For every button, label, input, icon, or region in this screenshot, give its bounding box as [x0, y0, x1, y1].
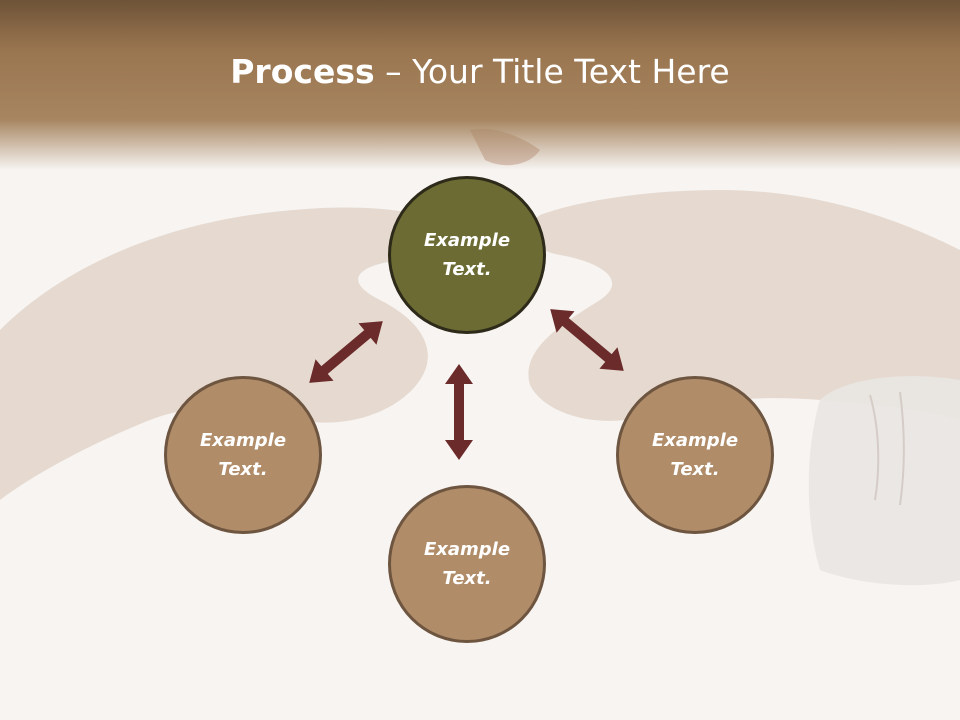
node-center-line1: Example	[423, 230, 511, 251]
node-bottom: Example Text.	[388, 485, 546, 643]
node-left: Example Text.	[164, 376, 322, 534]
slide-title: Process – Your Title Text Here	[0, 52, 960, 91]
node-left-line1: Example	[199, 430, 287, 451]
title-rest: – Your Title Text Here	[374, 52, 730, 91]
node-right: Example Text.	[616, 376, 774, 534]
node-bottom-line1: Example	[423, 539, 511, 560]
arrow-vertical	[445, 364, 473, 460]
title-bold: Process	[230, 52, 375, 91]
node-center-line2: Text.	[442, 259, 492, 280]
arrow-right-diagonal	[550, 309, 624, 371]
node-center: Example Text.	[388, 176, 546, 334]
node-left-line2: Text.	[218, 459, 268, 480]
title-band	[0, 0, 960, 170]
arrow-left-diagonal	[309, 321, 383, 383]
node-bottom-line2: Text.	[442, 568, 492, 589]
node-right-line1: Example	[651, 430, 739, 451]
node-right-line2: Text.	[670, 459, 720, 480]
